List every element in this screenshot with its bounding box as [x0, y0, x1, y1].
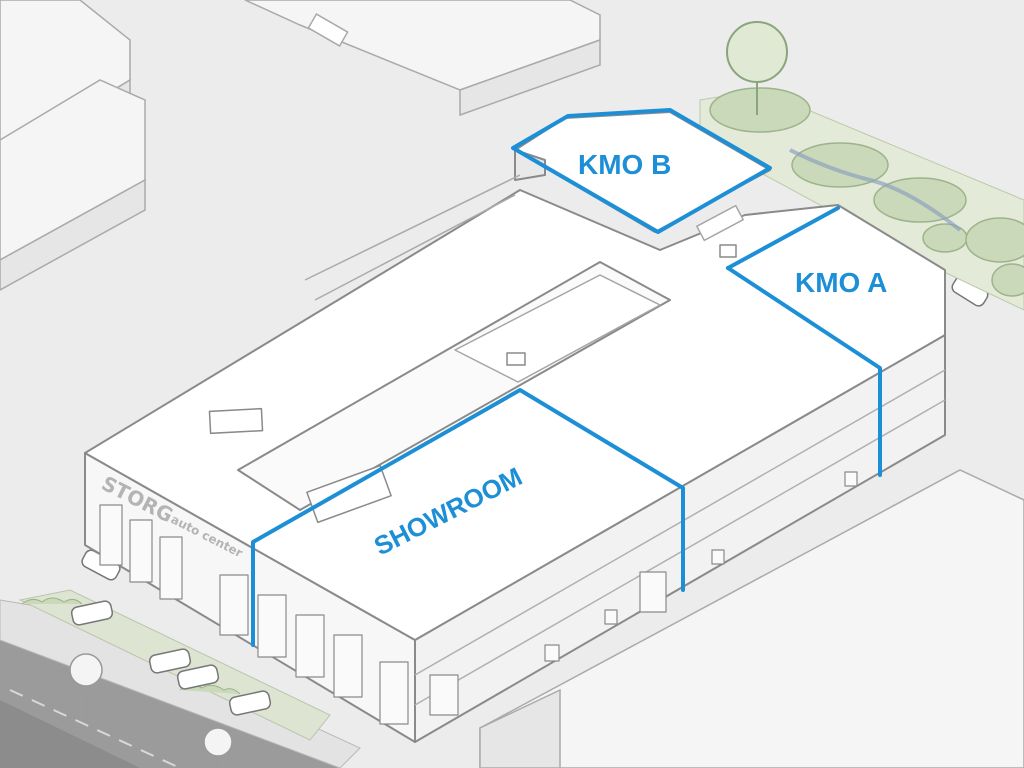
window: [844, 471, 858, 487]
main-building: [84, 111, 946, 743]
zone-label-kmo-b: KMO B: [578, 149, 671, 180]
zone-outline-showroom: [251, 388, 685, 647]
window: [604, 609, 618, 625]
car: [228, 690, 272, 716]
building-bottom-right-side: [479, 688, 561, 768]
zone-outline-kmo-a: [726, 206, 840, 270]
roof-hatch: [307, 13, 349, 47]
tree-icon: [203, 727, 233, 757]
landscape-strip: [699, 21, 1024, 311]
window: [257, 594, 287, 658]
window: [333, 634, 363, 698]
tree-icon: [69, 653, 103, 687]
roof-vent: [506, 352, 526, 366]
window: [295, 614, 325, 678]
kmo-b-side: [514, 149, 546, 181]
car: [70, 600, 114, 626]
window: [129, 519, 153, 583]
roof-hatch: [696, 204, 744, 242]
window: [379, 661, 409, 725]
car: [148, 648, 192, 674]
zone-outlines: [251, 108, 882, 647]
roof-hatch: [208, 407, 264, 435]
building-top-side: [459, 38, 601, 117]
roof-vent: [719, 244, 737, 258]
zone-label-kmo-a: KMO A: [795, 267, 887, 298]
window: [219, 574, 249, 636]
street-trees: [69, 653, 233, 768]
window: [544, 644, 560, 662]
window: [429, 674, 459, 716]
front-windows: [99, 504, 409, 725]
window: [159, 536, 183, 600]
zone-outline-kmo-a-bottom: [726, 266, 882, 477]
zone-outline-kmo-b: [511, 108, 772, 234]
roller-door: [639, 571, 667, 613]
building-left-mid-side: [0, 178, 146, 291]
car: [176, 664, 220, 690]
window: [99, 504, 123, 566]
side-windows: [429, 471, 858, 716]
tree-icon: [726, 21, 788, 83]
building-roof: [84, 189, 946, 641]
building-left-mid: [0, 79, 146, 261]
window: [711, 549, 725, 565]
